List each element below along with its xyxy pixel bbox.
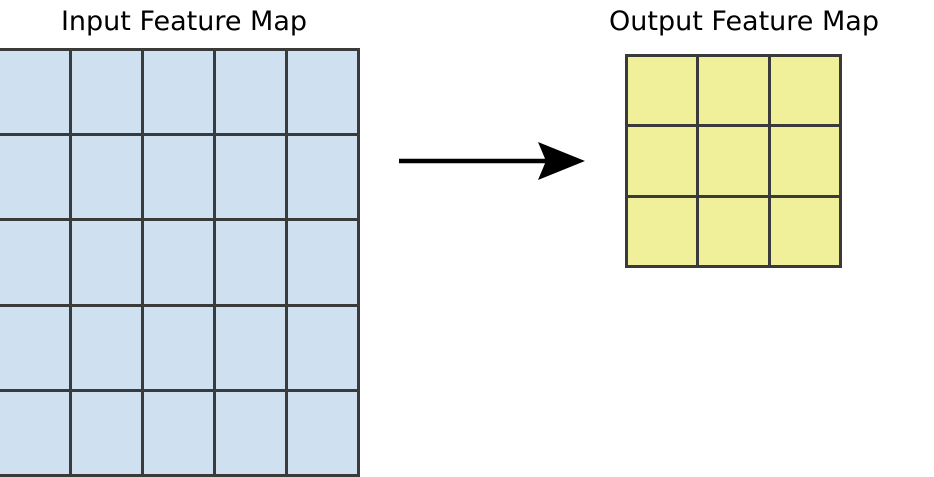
output-cell [699,127,768,195]
output-cell [770,197,839,265]
input-cell [144,221,213,304]
output-cell [628,197,697,265]
input-cell [216,221,285,304]
arrow-right-icon [399,142,585,180]
input-cell [144,136,213,219]
output-cell [628,57,697,125]
input-feature-map-grid [0,48,360,477]
input-cell [288,306,357,389]
input-cell [288,391,357,474]
input-cell [0,391,69,474]
output-cell [699,197,768,265]
arrow-head [538,142,585,180]
input-cell [144,51,213,134]
diagram-canvas: Input Feature Map Output Feature Map [0,6,879,477]
output-cell [770,57,839,125]
input-cell [72,221,141,304]
output-feature-map-grid [625,54,842,268]
output-feature-map-title: Output Feature Map [609,6,879,37]
input-cell [144,306,213,389]
input-cell [216,136,285,219]
input-cell [0,51,69,134]
output-cell [628,127,697,195]
input-cell [288,136,357,219]
input-cell [0,306,69,389]
input-cell [0,136,69,219]
output-cell [770,127,839,195]
input-cell [0,221,69,304]
input-cell [144,391,213,474]
input-cell [216,391,285,474]
input-cell [72,391,141,474]
input-cell [72,51,141,134]
input-cell [72,136,141,219]
input-cell [288,51,357,134]
output-cell [699,57,768,125]
input-cell [288,221,357,304]
input-cell [216,306,285,389]
input-feature-map-title: Input Feature Map [60,6,308,37]
input-cell [216,51,285,134]
input-cell [72,306,141,389]
